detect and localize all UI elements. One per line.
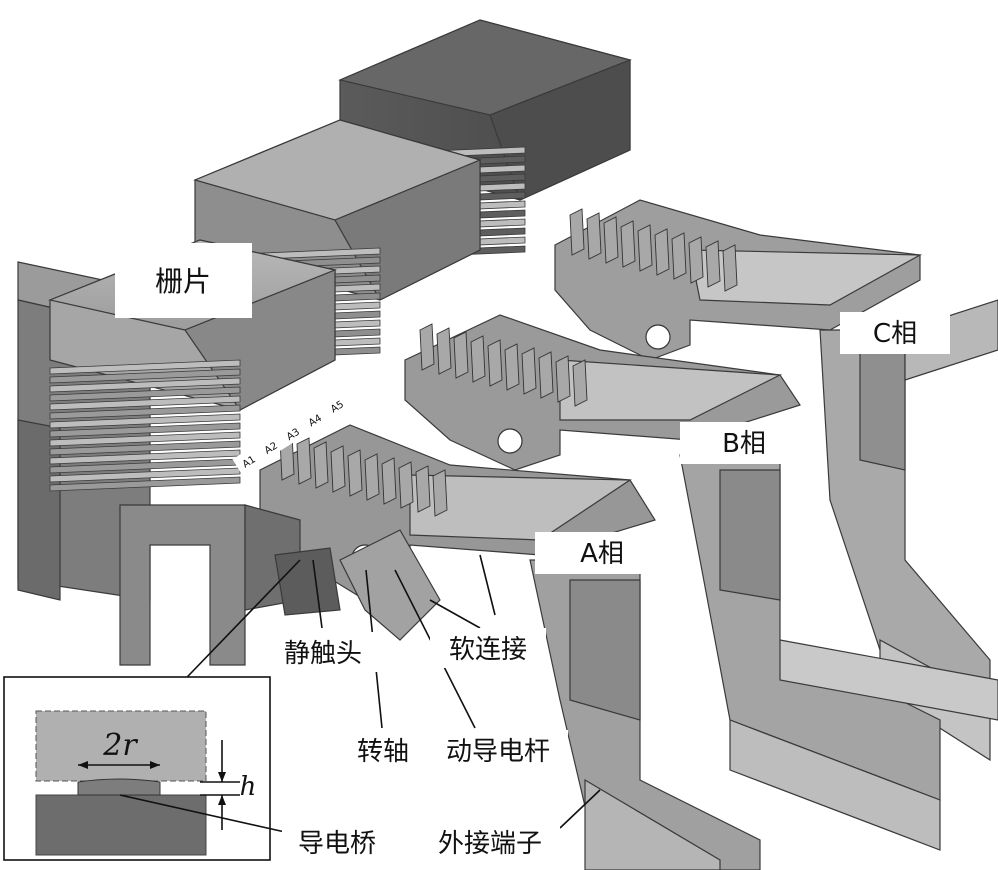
label-box-rotating-shaft xyxy=(345,730,421,770)
label-box-grid-plates xyxy=(115,243,252,318)
inset-height-label: h xyxy=(240,772,257,802)
contact-finger xyxy=(521,347,537,395)
flexible-connection-label: 软连接 xyxy=(449,635,527,665)
grid-plate xyxy=(49,467,241,483)
contact-finger xyxy=(620,220,636,268)
contact-finger xyxy=(398,461,414,509)
contact-fingers-b xyxy=(419,323,588,407)
label-box-phase-c xyxy=(840,312,950,354)
grid-plate xyxy=(49,422,241,438)
grid-plate xyxy=(49,440,241,456)
phase-b-label: B相 xyxy=(722,429,766,459)
contact-fingers-c xyxy=(569,208,738,292)
grid-plate xyxy=(49,377,241,393)
contact-finger xyxy=(637,224,653,272)
grid-plate xyxy=(49,368,241,384)
label-box-static-contact xyxy=(268,632,378,672)
grid-plate xyxy=(49,431,241,447)
phase-a-label: A相 xyxy=(580,539,624,569)
contact-finger xyxy=(569,208,585,256)
contact-finger xyxy=(586,212,602,260)
contact-finger xyxy=(688,236,704,284)
contact-finger xyxy=(470,335,486,383)
contact-finger xyxy=(671,232,687,280)
rotating-shaft-label: 转轴 xyxy=(357,737,409,767)
contact-finger xyxy=(487,339,503,387)
contact-fingers-a xyxy=(279,433,448,517)
contact-finger xyxy=(453,331,469,379)
contact-finger xyxy=(603,216,619,264)
label-box-external-terminal xyxy=(420,820,560,862)
contact-assembly-c xyxy=(554,199,923,361)
contact-finger xyxy=(347,449,363,497)
contact-finger xyxy=(572,359,588,407)
inset-diameter-label: 2r xyxy=(102,728,138,763)
label-box-phase-b xyxy=(680,422,798,464)
contact-finger xyxy=(313,441,329,489)
static-contact-label: 静触头 xyxy=(284,639,362,669)
shaft-hole-b xyxy=(497,428,523,454)
grid-plates-a xyxy=(49,359,241,492)
contact-finger xyxy=(381,457,397,505)
contact-finger xyxy=(722,244,738,292)
label-box-phase-a xyxy=(535,532,665,574)
phase-c-label: C相 xyxy=(873,319,917,349)
shaft-hole-c xyxy=(645,324,671,350)
contact-finger xyxy=(538,351,554,399)
external-terminal-b xyxy=(679,454,998,851)
grid-plate xyxy=(49,476,241,492)
grid-plate xyxy=(49,395,241,411)
front-frame xyxy=(119,504,341,666)
grid-plates-label: 栅片 xyxy=(155,265,211,298)
contact-finger xyxy=(705,240,721,288)
inset-conductive-bridge: 2r h xyxy=(3,676,286,861)
label-box-flexible-connection xyxy=(430,628,546,668)
external-terminal-label: 外接端子 xyxy=(438,829,542,859)
grid-plate xyxy=(49,359,241,375)
contact-finger xyxy=(415,465,431,513)
external-terminal-a xyxy=(529,559,761,870)
grid-plate xyxy=(49,413,241,429)
contact-finger xyxy=(330,445,346,493)
contact-finger xyxy=(555,355,571,403)
contact-finger xyxy=(654,228,670,276)
contact-finger xyxy=(296,437,312,485)
grid-plate xyxy=(49,404,241,420)
grid-plate xyxy=(49,386,241,402)
contact-finger xyxy=(504,343,520,391)
label-box-conductive-bridge xyxy=(282,822,392,864)
contact-finger xyxy=(419,323,435,371)
contact-finger xyxy=(432,469,448,517)
contact-finger xyxy=(436,327,452,375)
moving-conductor-rod-label: 动导电杆 xyxy=(446,737,550,767)
label-box-moving-conductor-rod xyxy=(428,730,568,770)
conductive-bridge-label: 导电桥 xyxy=(298,829,376,859)
contact-finger xyxy=(364,453,380,501)
arc-position-tags: A1 A2 A3 A4 A5 xyxy=(232,389,354,475)
